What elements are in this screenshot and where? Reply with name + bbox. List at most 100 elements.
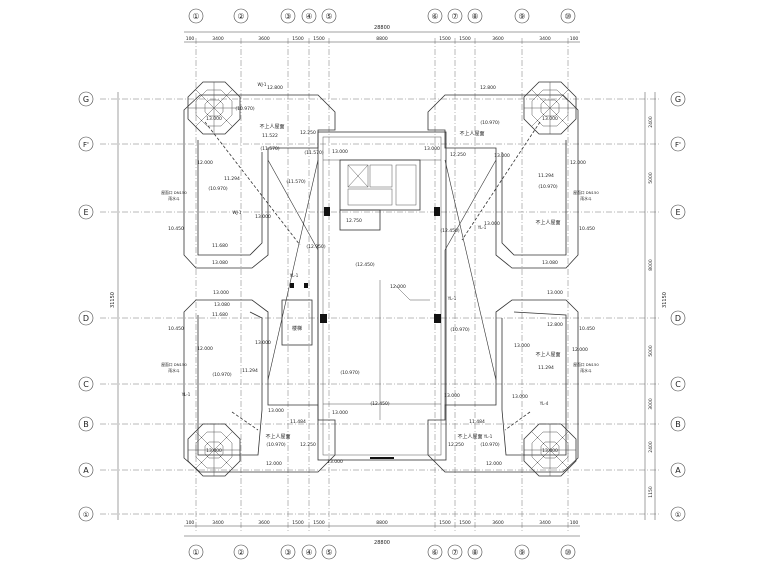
elev-13000-r2: 13.000 xyxy=(514,343,530,349)
elev-11294-r1: 11.294 xyxy=(538,173,554,179)
elev-13000-r1: 13.000 xyxy=(547,290,563,296)
elev-13000-r3: 13.000 xyxy=(484,221,500,227)
elev-10970-r1: (10.970) xyxy=(538,184,558,190)
elev-11484-r: 11.484 xyxy=(469,419,485,425)
elev-12000-c: 12.000 xyxy=(390,284,406,290)
axis-bottom-3: ③ xyxy=(284,548,291,557)
tag-yl1-a: YL-1 xyxy=(477,225,487,230)
axis-right-C: C xyxy=(675,380,681,389)
axis-bottom-8: ⑧ xyxy=(471,548,478,557)
elev-12250-l: 12.250 xyxy=(300,130,316,136)
axis-bottom-1: ① xyxy=(192,548,199,557)
dim-bottom-s6: 1500 xyxy=(439,520,451,526)
axis-top-7: ⑦ xyxy=(451,12,458,21)
elev-12000-r1: 12.000 xyxy=(570,160,586,166)
elev-13080-l2: 13.080 xyxy=(214,302,230,308)
elev-10450-l2: 10.450 xyxy=(168,326,184,332)
axis-left-B: B xyxy=(83,420,89,429)
elev-13000-b2: 13.000 xyxy=(332,410,348,416)
elev-12450-b: (12.450) xyxy=(355,262,375,268)
dim-top-s7: 1500 xyxy=(459,36,471,42)
bottom-axis-bubbles: ① ② ③ ④ ⑤ ⑥ ⑦ ⑧ ⑨ ⑩ xyxy=(188,544,576,560)
dim-top-s2: 3600 xyxy=(258,36,270,42)
dim-bottom-s1: 3400 xyxy=(212,520,224,526)
dim-top-s3: 1500 xyxy=(292,36,304,42)
elev-13000-b4: 13.000 xyxy=(512,394,528,400)
bottom-dimensions: 28800 100 3400 3600 1500 1500 8800 1500 … xyxy=(184,520,580,546)
axis-right-F: F' xyxy=(675,141,681,149)
elev-12800-tr: 12.800 xyxy=(480,85,496,91)
axis-bottom-2: ② xyxy=(237,548,244,557)
small-room: 楼梯 xyxy=(281,299,313,346)
elev-13080-r1: 13.080 xyxy=(542,260,558,266)
elev-12250-r: 12.250 xyxy=(450,152,466,158)
elev-13000-l3: 13.000 xyxy=(255,340,271,346)
elev-12000-bl: 12.000 xyxy=(266,461,282,467)
axis-right-E: E xyxy=(675,208,680,217)
roof-annotations: 不上人屋面 不上人屋面 不上人屋面 不上人屋面 不上人屋面 不上人屋面 12.8… xyxy=(161,82,599,467)
side-note-r2a: 屋面口 DN150 xyxy=(573,362,599,367)
tag-yl1-b: YL-1 xyxy=(289,273,299,278)
roof-label-r1: 不上人屋面 xyxy=(535,219,560,226)
dim-bottom-s5: 8800 xyxy=(376,520,388,526)
elev-10970-l1: (10.970) xyxy=(208,186,228,192)
tag-yl1-c: YL-1 xyxy=(447,296,457,301)
dim-bottom-s7: 1500 xyxy=(459,520,471,526)
elev-13000-l2: 13.000 xyxy=(213,290,229,296)
elev-12750: 12.750 xyxy=(346,218,362,224)
octagon-turret-bottom-left: 13.000 xyxy=(187,423,241,477)
elev-11680-l1: 11.680 xyxy=(212,243,228,249)
elev-11522: 11.522 xyxy=(262,133,278,139)
dim-right-total: 31150 xyxy=(662,292,668,308)
axis-bottom-7: ⑦ xyxy=(451,548,458,557)
dim-top-total: 28800 xyxy=(374,25,390,31)
axis-bottom-4: ④ xyxy=(305,548,312,557)
roof-label-bl: 不上人屋面 xyxy=(265,433,290,440)
dim-right-s4: 3000 xyxy=(648,398,654,410)
room-label-stair: 楼梯 xyxy=(292,325,302,332)
dim-right-s3: 5000 xyxy=(648,345,654,357)
axis-bottom-6: ⑥ xyxy=(431,548,438,557)
right-dimensions: 31150 2400 5000 8000 5000 3000 2400 1150 xyxy=(644,92,668,520)
dim-bottom-s10: 100 xyxy=(570,520,579,526)
elev-12950: (12.950) xyxy=(306,244,326,250)
axis-right-D: D xyxy=(675,314,681,323)
axis-bottom-10: ⑩ xyxy=(564,548,571,557)
axis-left-F: F' xyxy=(83,141,89,149)
elev-13000-b3: 13.000 xyxy=(444,393,460,399)
dim-right-s1: 5000 xyxy=(648,172,654,184)
left-dimensions: 31150 xyxy=(110,92,119,520)
elev-13000-b5: 13.000 xyxy=(327,459,343,465)
axis-top-9: ⑨ xyxy=(518,12,525,21)
roof-label-br: 不上人屋面 xyxy=(457,433,482,440)
elev-10970-tr: (10.970) xyxy=(480,120,500,126)
axis-bottom-9: ⑨ xyxy=(518,548,525,557)
dim-bottom-total: 28800 xyxy=(374,540,390,546)
dim-bottom-s8: 3600 xyxy=(492,520,504,526)
roof-label-tr: 不上人屋面 xyxy=(459,130,484,137)
roof-label-tl: 不上人屋面 xyxy=(259,123,284,130)
octagon-turret-top-right: 13.000 xyxy=(523,81,577,135)
elev-12000-br: 12.000 xyxy=(486,461,502,467)
dim-bottom-s2: 3600 xyxy=(258,520,270,526)
elev-13000-b1: 13.000 xyxy=(268,408,284,414)
dim-top-s1: 3400 xyxy=(212,36,224,42)
elev-13000-c1: 13.000 xyxy=(332,149,348,155)
elev-12000-l1: 12.000 xyxy=(197,160,213,166)
turret-br-elev: 13.000 xyxy=(542,448,558,454)
top-axis-bubbles: ① ② ③ ④ ⑤ ⑥ ⑦ ⑧ ⑨ ⑩ xyxy=(188,8,576,24)
elev-10970-tl: (10.970) xyxy=(235,106,255,112)
axis-left-D: D xyxy=(83,314,89,323)
elev-12800-r1: 12.800 xyxy=(547,322,563,328)
elev-13000-c2: 13.000 xyxy=(424,146,440,152)
dim-right-s5: 2400 xyxy=(648,441,654,453)
axis-top-1: ① xyxy=(192,12,199,21)
elev-10970-c: (10.970) xyxy=(340,370,360,376)
axis-top-2: ② xyxy=(237,12,244,21)
dim-right-s6: 1150 xyxy=(648,486,654,498)
stair-core xyxy=(339,159,421,231)
dim-top-s8: 3600 xyxy=(492,36,504,42)
dim-bottom-s3: 1500 xyxy=(292,520,304,526)
elev-13000-l1: 13.000 xyxy=(255,214,271,220)
